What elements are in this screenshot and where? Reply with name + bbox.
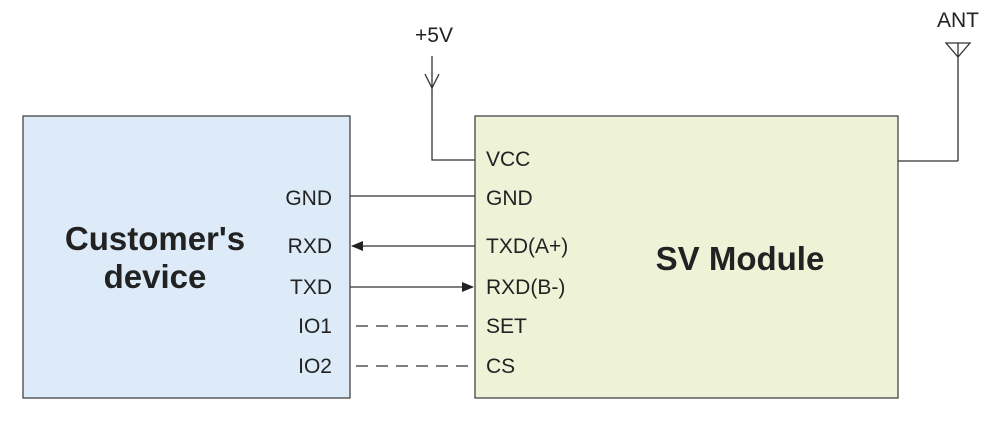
antenna-icon [944,42,972,161]
module-pin-rxd: RXD(B-) [486,276,565,299]
vcc-wire [431,88,475,161]
module-pin-set: SET [486,315,527,338]
customer-pin-io1: IO1 [298,315,332,338]
sv-module-box [474,115,899,399]
customer-pin-rxd: RXD [288,235,332,258]
customer-device-title-line1: Customer's [65,220,245,257]
customer-pin-gnd: GND [285,187,332,210]
sv-module-title: SV Module [656,240,825,277]
module-pin-txd: TXD(A+) [486,235,568,258]
customer-device-title-line2: device [104,258,207,295]
customer-pin-txd: TXD [290,276,332,299]
customer-device-box [22,115,351,399]
module-pin-cs: CS [486,355,515,378]
power-arrow-icon [424,56,440,90]
antenna-label: ANT [937,9,979,32]
customer-pin-io2: IO2 [298,355,332,378]
module-pin-vcc: VCC [486,148,530,171]
power-label: +5V [415,24,453,47]
module-pin-gnd: GND [486,187,533,210]
